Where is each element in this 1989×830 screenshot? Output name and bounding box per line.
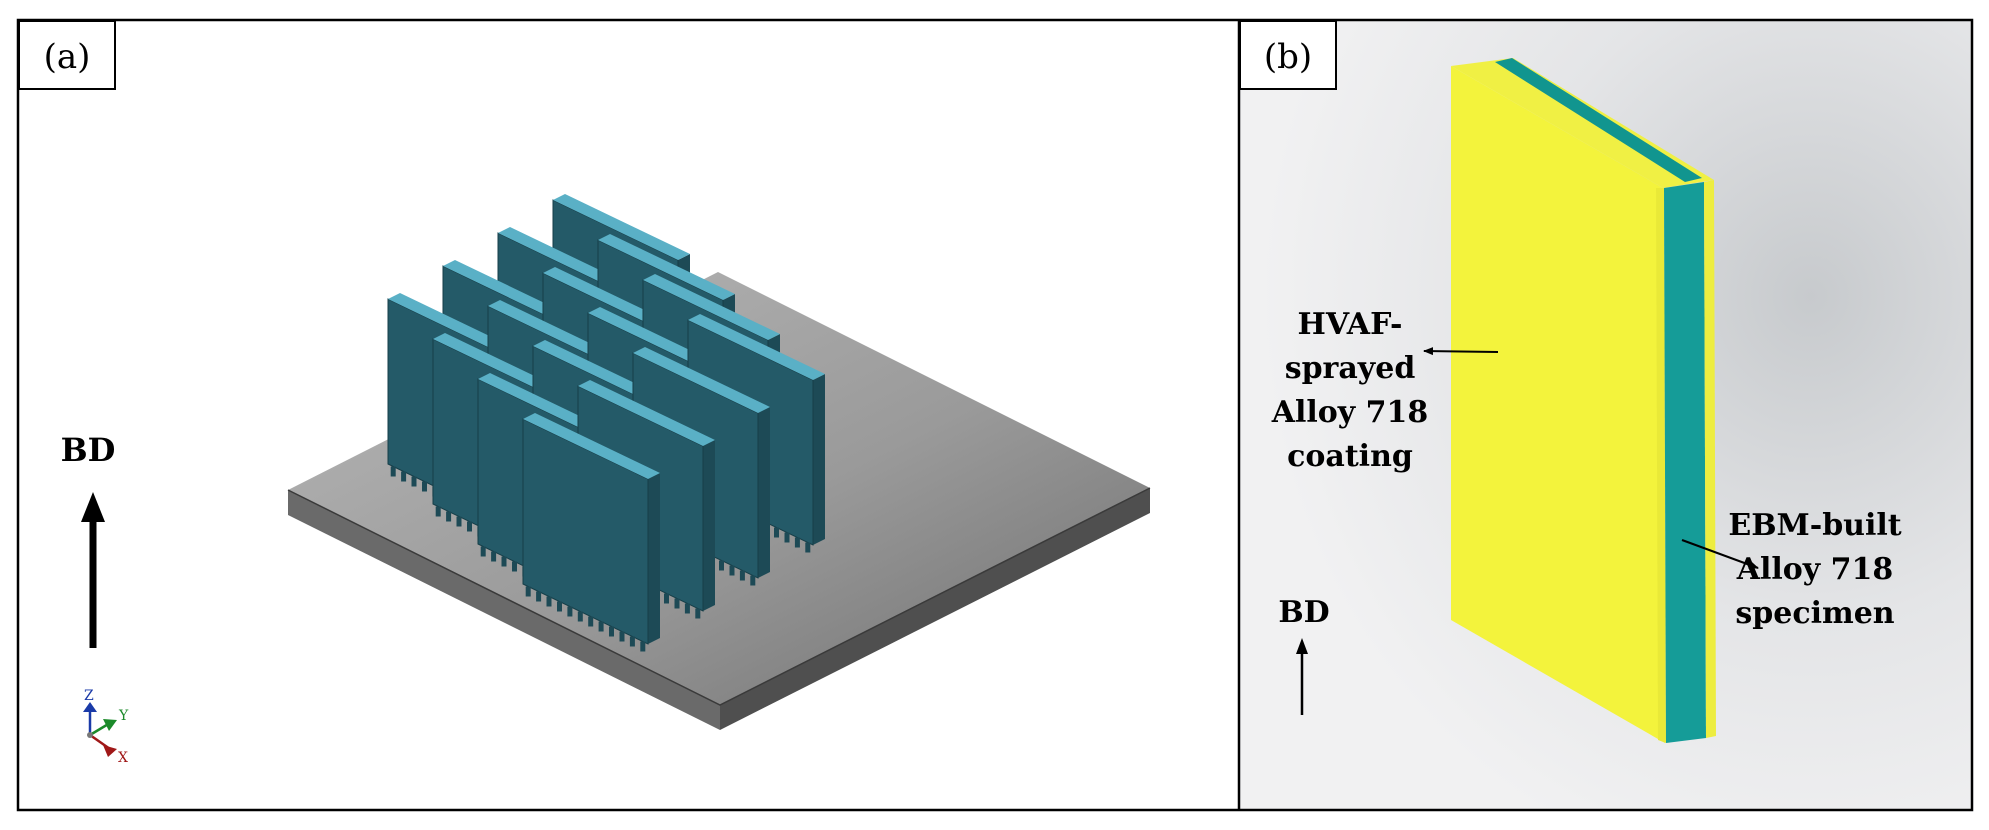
specimen-top-edge [598,234,735,300]
specimen-top-edge [578,380,715,446]
coating-front-face [1451,66,1665,743]
support-tooth [536,591,542,602]
figure-border [16,18,1974,812]
support-tooth [629,636,635,647]
support-tooth [525,586,531,597]
specimen-side-face [648,473,660,644]
specimen-label-line-2: Alloy 718 [1736,552,1894,587]
specimen-side-face [758,407,770,578]
panel-b-build-direction-arrow-head [1296,638,1308,654]
panel-b-label: (b) [1264,37,1312,77]
build-plate-side [720,488,1150,730]
axis-z-label: Z [84,688,94,704]
panel-a-label-box [18,20,116,90]
support-tooth [456,516,462,527]
coating-back-strip [1704,180,1716,738]
support-tooth [411,476,417,487]
specimen-label-line-3: specimen [1735,596,1894,631]
support-tooth [619,631,625,642]
support-tooth [401,471,407,482]
build-plate-edge [287,487,1151,706]
panel-a-label: (a) [44,37,91,77]
support-tooth [467,521,472,532]
specimen-side-face [703,440,715,611]
specimen-side-face [813,374,825,545]
support-tooth [501,556,507,567]
support-tooth [719,560,724,571]
core-top-edge [1495,58,1702,182]
specimen-callout-arrow [1681,539,1759,569]
support-tooth [557,601,562,612]
support-tooth [695,608,701,619]
coating-side-strip [1656,188,1666,743]
support-tooth [805,542,811,553]
coating-label-line-1: HVAF- [1298,307,1403,342]
build-plate-front [288,490,720,730]
support-tooth [739,570,745,581]
support-tooth [422,481,427,492]
axis-y-label: Y [118,708,129,724]
coating-label-line-3: Alloy 718 [1271,395,1429,430]
coating-callout: HVAF- sprayed Alloy 718 coating [1271,307,1499,474]
support-tooth [491,551,497,562]
support-tooth [512,561,517,572]
coating-label-line-4: coating [1287,439,1413,474]
specimen-array [387,194,825,652]
panel-a-build-direction-arrow-head [81,492,105,522]
support-tooth [664,593,669,604]
support-tooth [729,565,735,576]
specimen-top-edge [643,274,780,340]
specimen-top-edge [553,194,690,260]
panel-a: (a) BD Z Y X [18,20,1151,766]
support-tooth [784,532,790,543]
support-tooth [598,621,604,632]
axis-x-label: X [118,750,128,766]
panel-b-label-box [1239,20,1337,90]
support-tooth [609,626,614,637]
support-tooth [640,641,646,652]
support-tooth [577,611,583,622]
support-tooth [480,546,486,557]
support-tooth [435,506,441,517]
specimen-callout: EBM-built Alloy 718 specimen [1681,508,1902,631]
support-tooth [750,575,756,586]
support-tooth [446,511,452,522]
core-side-face [1664,182,1706,743]
specimen-top-edge [523,413,660,479]
specimen-label-line-1: EBM-built [1728,508,1901,543]
support-tooth [674,598,680,609]
specimen-top-edge [633,347,770,413]
panel-b-build-direction-label: BD [1278,595,1329,630]
panel-b: (b) HVAF- sprayed Alloy 718 coating EBM-… [1239,20,1902,743]
support-tooth [390,466,396,477]
support-tooth [567,606,573,617]
panel-a-build-direction-label: BD [61,431,116,469]
support-tooth [684,603,690,614]
specimen-top-edge [688,314,825,380]
support-tooth [774,527,779,538]
coordinate-triad-icon: Z Y X [83,688,129,766]
coating-callout-arrow [1423,347,1499,356]
support-tooth [588,616,594,627]
support-tooth [546,596,552,607]
support-tooth [794,537,800,548]
coating-label-line-2: sprayed [1285,351,1416,386]
